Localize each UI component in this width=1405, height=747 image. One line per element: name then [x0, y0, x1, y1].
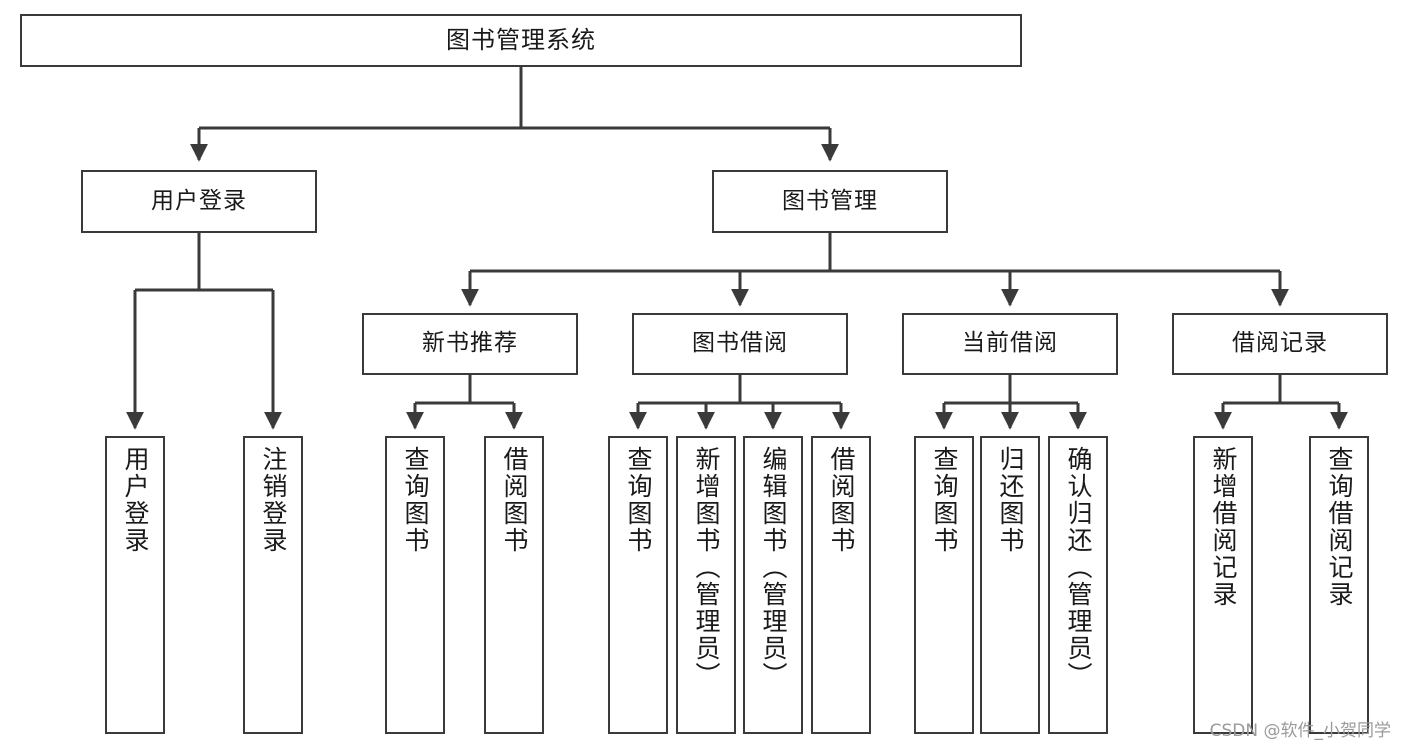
- node-label: 查询图书: [624, 446, 653, 554]
- node-user-login[interactable]: 用户登录: [81, 170, 317, 233]
- node-label: 图书借阅: [692, 330, 788, 357]
- node-label: 查询图书: [401, 446, 430, 554]
- csdn-watermark: CSDN @软件_小贺同学: [1209, 721, 1391, 741]
- node-label: 新增图书（管理员）: [692, 446, 721, 689]
- node-label: 新书推荐: [422, 330, 518, 357]
- node-label: 新增借阅记录: [1209, 446, 1238, 608]
- leaf-borrow-borrow-book[interactable]: 借阅图书: [811, 436, 871, 734]
- node-label: 借阅图书: [500, 446, 529, 554]
- leaf-recommend-borrow-book[interactable]: 借阅图书: [484, 436, 544, 734]
- node-label: 用户登录: [151, 187, 247, 214]
- node-label: 借阅记录: [1232, 330, 1328, 357]
- node-root-system[interactable]: 图书管理系统: [20, 14, 1022, 67]
- node-label: 编辑图书（管理员）: [759, 446, 788, 689]
- leaf-record-add-record[interactable]: 新增借阅记录: [1193, 436, 1253, 734]
- leaf-user-login-signin[interactable]: 用户登录: [105, 436, 165, 734]
- node-label: 用户登录: [121, 446, 150, 554]
- node-new-book-recommend[interactable]: 新书推荐: [362, 313, 578, 375]
- node-book-borrow[interactable]: 图书借阅: [632, 313, 848, 375]
- node-label: 当前借阅: [962, 330, 1058, 357]
- node-book-management[interactable]: 图书管理: [712, 170, 948, 233]
- node-label: 借阅图书: [827, 446, 856, 554]
- leaf-borrow-query-book[interactable]: 查询图书: [608, 436, 668, 734]
- node-label: 归还图书: [996, 446, 1025, 554]
- node-label: 查询借阅记录: [1325, 446, 1354, 608]
- leaf-current-confirm-return-admin[interactable]: 确认归还（管理员）: [1048, 436, 1108, 734]
- node-label: 注销登录: [259, 446, 288, 554]
- leaf-recommend-query-book[interactable]: 查询图书: [385, 436, 445, 734]
- leaf-record-query-record[interactable]: 查询借阅记录: [1309, 436, 1369, 734]
- node-label: 确认归还（管理员）: [1064, 446, 1093, 689]
- node-borrow-record[interactable]: 借阅记录: [1172, 313, 1388, 375]
- node-label: 查询图书: [930, 446, 959, 554]
- leaf-current-query-book[interactable]: 查询图书: [914, 436, 974, 734]
- leaf-borrow-add-book-admin[interactable]: 新增图书（管理员）: [676, 436, 736, 734]
- leaf-user-login-signout[interactable]: 注销登录: [243, 436, 303, 734]
- node-label: 图书管理: [782, 187, 878, 214]
- node-current-borrow[interactable]: 当前借阅: [902, 313, 1118, 375]
- leaf-borrow-edit-book-admin[interactable]: 编辑图书（管理员）: [743, 436, 803, 734]
- leaf-current-return-book[interactable]: 归还图书: [980, 436, 1040, 734]
- node-label: 图书管理系统: [446, 26, 596, 55]
